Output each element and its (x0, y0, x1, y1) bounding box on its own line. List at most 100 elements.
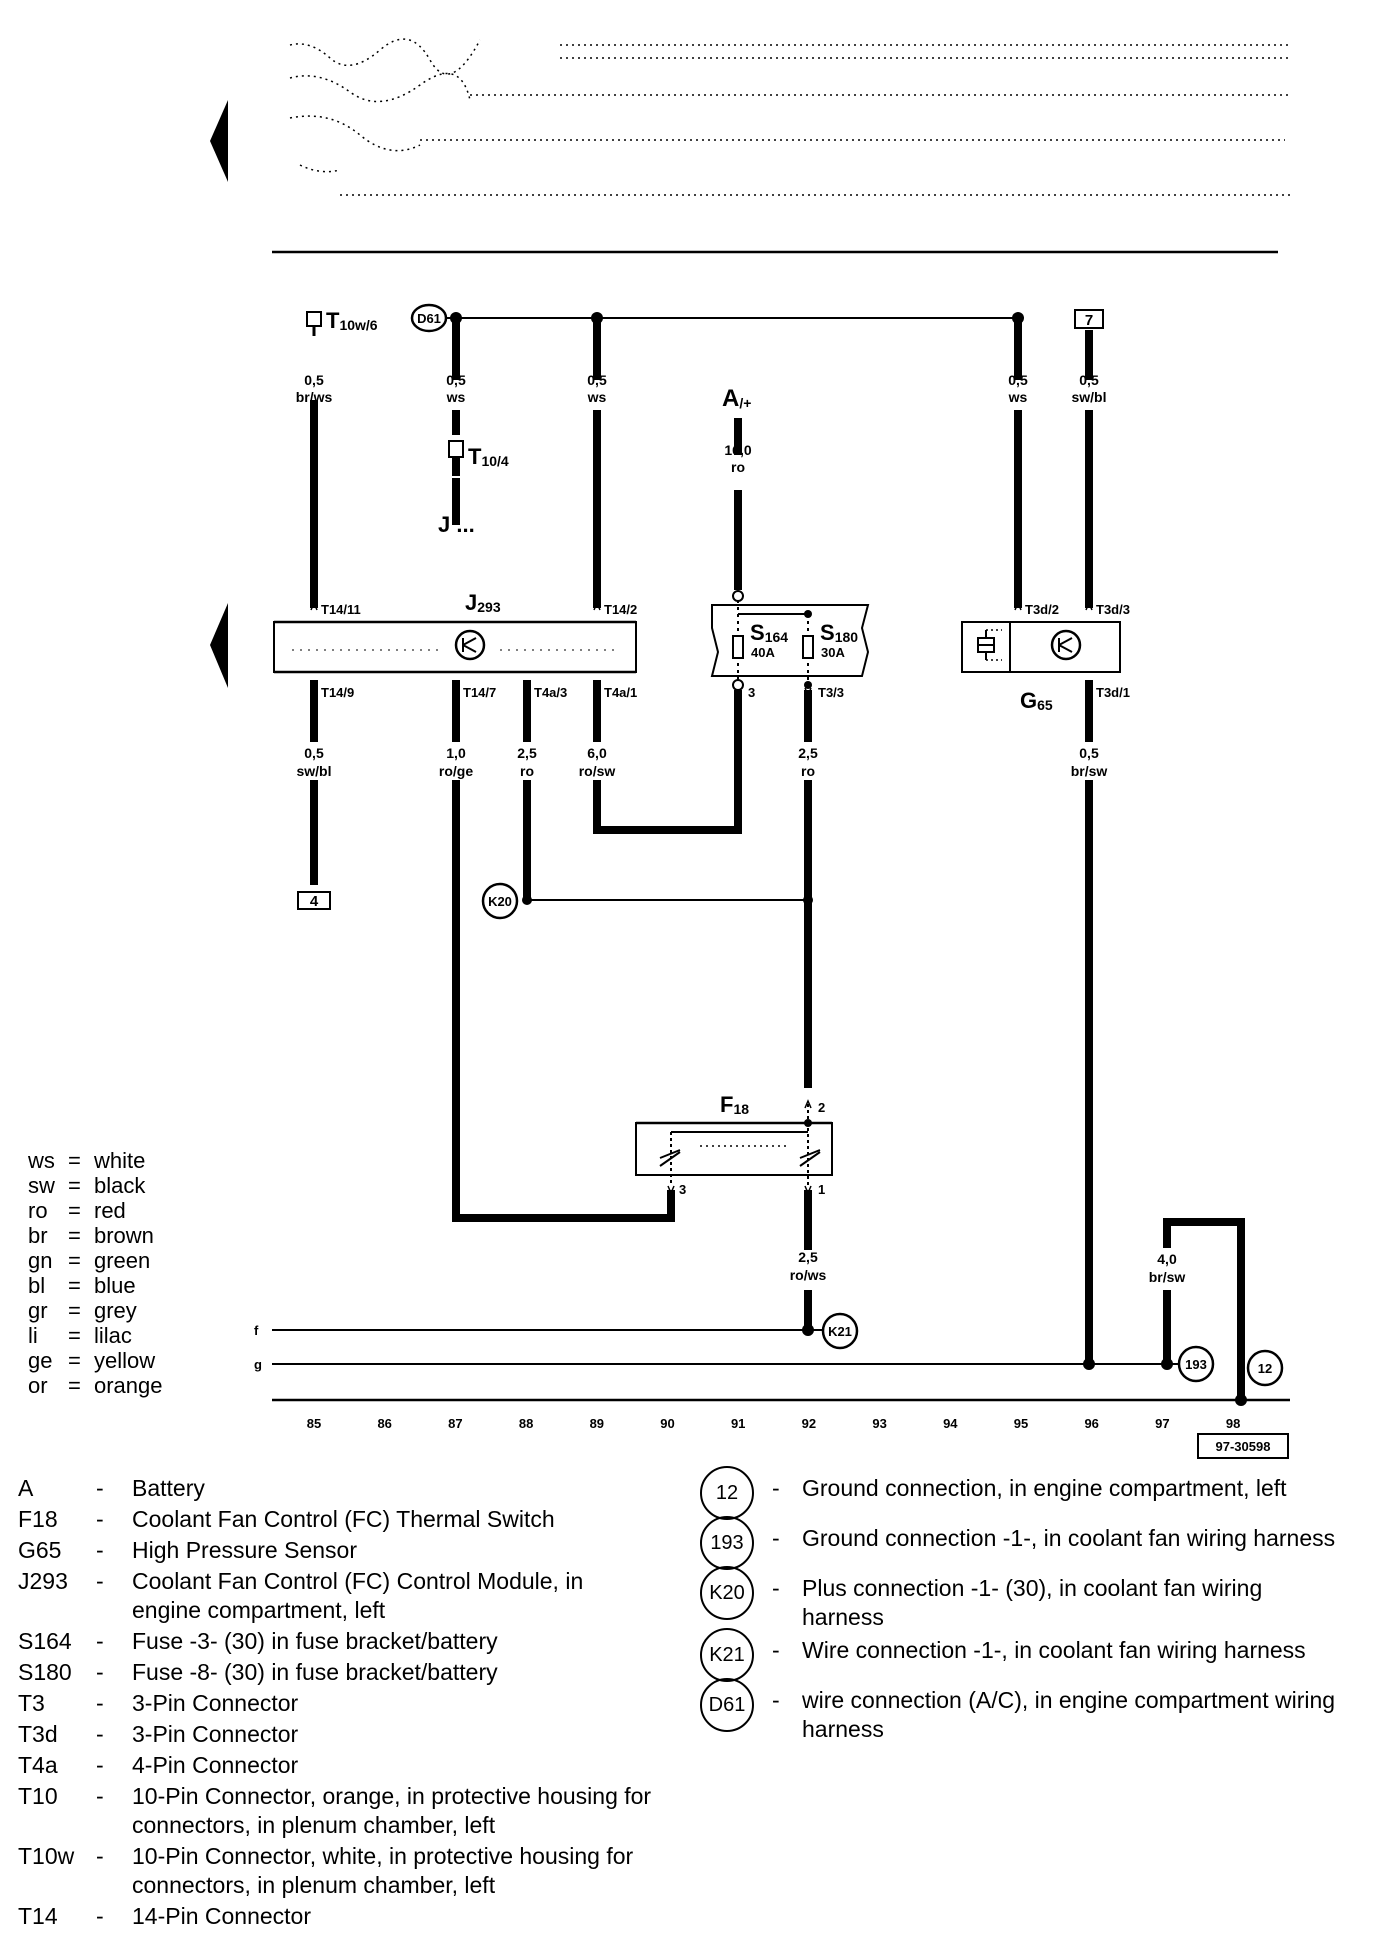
color-name: black (94, 1173, 146, 1198)
svg-text:T14/7: T14/7 (463, 685, 496, 700)
color-key-row: gr = grey (28, 1298, 163, 1323)
s180-label: S180 (820, 620, 858, 645)
page-marker-arrow-top (210, 100, 228, 182)
legend-code: T14 (18, 1903, 58, 1929)
color-key-row: br=brown (28, 1223, 163, 1248)
color-code: sw (28, 1173, 55, 1198)
svg-text:T4a/1: T4a/1 (604, 685, 637, 700)
connection-symbol: K20 (700, 1566, 754, 1620)
wire-labels-top: 0,5 br/ws 0,5 ws 0,5 ws 16,0 ro 0,5 ws 0… (296, 372, 1107, 475)
legend-desc: 14-Pin Connector (132, 1903, 311, 1929)
track-number: 87 (448, 1416, 462, 1431)
equals-sign: = (68, 1248, 81, 1273)
svg-text:ro: ro (801, 763, 815, 779)
legend-item: F18-Coolant Fan Control (FC) Thermal Swi… (18, 1505, 658, 1534)
svg-text:6,0: 6,0 (587, 745, 607, 761)
legend-dash: - (96, 1690, 104, 1716)
legend-item: G65-High Pressure Sensor (18, 1536, 658, 1565)
svg-text:T3d/1: T3d/1 (1096, 685, 1130, 700)
equals-sign: = (68, 1348, 81, 1373)
legend-desc: Ground connection, in engine compartment… (802, 1475, 1287, 1501)
legend-item: D61-wire connection (A/C), in engine com… (700, 1678, 1340, 1744)
legend-code: S164 (18, 1628, 72, 1654)
page-marker-arrow-mid (210, 603, 228, 688)
svg-text:2: 2 (818, 1100, 825, 1115)
svg-text:1: 1 (818, 1182, 825, 1197)
svg-text:0,5: 0,5 (304, 372, 324, 388)
legend-dash: - (772, 1475, 780, 1501)
svg-text:K20: K20 (488, 894, 512, 909)
track-number: 93 (872, 1416, 886, 1431)
equals-sign: = (68, 1298, 81, 1323)
color-code: or (28, 1373, 48, 1398)
legend-code: F18 (18, 1506, 58, 1532)
color-name: yellow (94, 1348, 156, 1373)
legend-dash: - (96, 1537, 104, 1563)
svg-text:K21: K21 (828, 1324, 852, 1339)
svg-text:0,5: 0,5 (446, 372, 466, 388)
svg-text:4,0: 4,0 (1157, 1251, 1177, 1267)
connector-t10w6: T10w/6 (306, 308, 378, 336)
s164-label: S164 (750, 620, 788, 645)
legend-desc: 10-Pin Connector, white, in protective h… (132, 1843, 634, 1898)
track-number: 94 (943, 1416, 958, 1431)
legend-code: T4a (18, 1752, 58, 1778)
legend-dash: - (772, 1525, 780, 1551)
legend-dash: - (96, 1843, 104, 1869)
color-name: grey (94, 1298, 137, 1323)
color-code: br (28, 1223, 48, 1248)
legend-item: K20-Plus connection -1- (30), in coolant… (700, 1566, 1340, 1632)
legend-item: K21-Wire connection -1-, in coolant fan … (700, 1628, 1340, 1682)
legend-item: 193-Ground connection -1-, in coolant fa… (700, 1516, 1340, 1570)
t10w6-label: T10w/6 (326, 308, 378, 333)
color-key-row: or=orange (28, 1373, 163, 1398)
legend-code: S180 (18, 1659, 72, 1685)
legend-dash: - (96, 1721, 104, 1747)
battery-label: A/+ (722, 385, 751, 412)
connection-symbol: 12 (700, 1466, 754, 1520)
svg-text:ro/ge: ro/ge (439, 763, 473, 779)
connector-t10-4: T10/4 J ... (438, 440, 509, 537)
svg-text:4: 4 (310, 893, 319, 910)
track-number: 97 (1155, 1416, 1169, 1431)
svg-text:97-30598: 97-30598 (1216, 1439, 1271, 1454)
legend-desc: Wire connection -1-, in coolant fan wiri… (802, 1637, 1306, 1663)
j-continuation-label: J ... (438, 512, 475, 537)
svg-text:sw/bl: sw/bl (296, 763, 331, 779)
legend-code: T3d (18, 1721, 58, 1747)
legend-code: G65 (18, 1537, 62, 1563)
svg-text:12: 12 (1258, 1361, 1272, 1376)
svg-text:ro: ro (520, 763, 534, 779)
bus-lines: f g (254, 1323, 1173, 1372)
connector-k20: K20 (481, 882, 813, 920)
legend-dash: - (96, 1752, 104, 1778)
svg-text:2,5: 2,5 (517, 745, 537, 761)
svg-text:br/ws: br/ws (296, 389, 333, 405)
equals-sign: = (68, 1148, 81, 1173)
color-code: li (28, 1323, 38, 1348)
track-number: 96 (1084, 1416, 1098, 1431)
legend-item: T3d-3-Pin Connector (18, 1720, 658, 1749)
color-code: gn (28, 1248, 53, 1273)
svg-text:16,0: 16,0 (724, 442, 751, 458)
legend-item: 12-Ground connection, in engine compartm… (700, 1466, 1340, 1520)
equals-sign: = (68, 1223, 81, 1248)
equals-sign: = (68, 1373, 81, 1398)
legend-desc: Ground connection -1-, in coolant fan wi… (802, 1525, 1336, 1551)
svg-text:T14/11: T14/11 (321, 602, 361, 617)
svg-text:193: 193 (1185, 1357, 1207, 1372)
f18-label: F18 (720, 1092, 749, 1117)
j293-label: J293 (465, 590, 501, 615)
legend-desc: 10-Pin Connector, orange, in protective … (132, 1783, 652, 1838)
svg-text:0,5: 0,5 (1079, 372, 1099, 388)
legend-desc: 4-Pin Connector (132, 1752, 299, 1778)
svg-text:br/sw: br/sw (1149, 1269, 1186, 1285)
wires-bottom (310, 680, 1245, 1400)
component-fuse-block: S164 40A S180 30A (710, 590, 870, 691)
color-key-row: sw=black (28, 1173, 163, 1198)
track-number: 86 (377, 1416, 391, 1431)
color-code: gr (28, 1298, 48, 1323)
legend-dash: - (772, 1637, 780, 1663)
